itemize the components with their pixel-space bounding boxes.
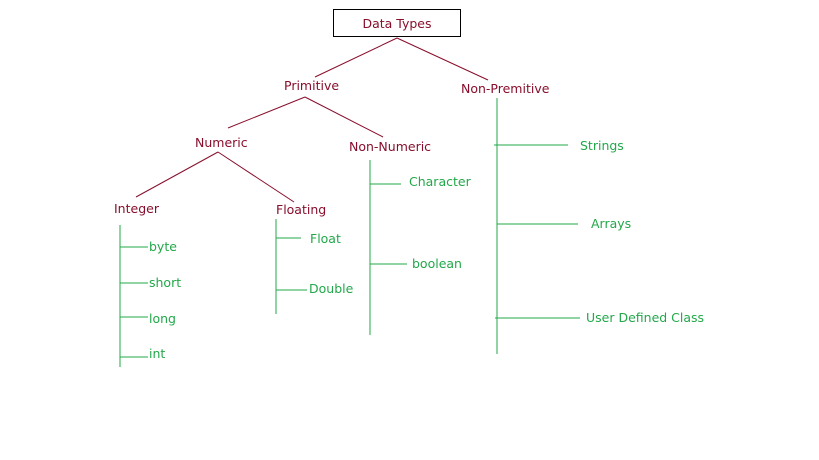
leaf-user-defined-class: User Defined Class	[586, 310, 705, 325]
leaf-character: Character	[409, 174, 471, 189]
edge-numeric-integer	[135, 151, 219, 198]
leaf-double: Double	[309, 281, 354, 296]
root-node-box: Data Types	[333, 9, 461, 37]
leaf-short: short	[149, 275, 182, 290]
numeric-node: Numeric	[195, 135, 248, 150]
leaf-boolean: boolean	[412, 256, 462, 271]
integer-node: Integer	[114, 201, 159, 216]
leaf-long: long	[149, 311, 176, 326]
root-node-label: Data Types	[362, 15, 432, 31]
leaf-int: int	[149, 346, 166, 361]
primitive-node: Primitive	[284, 78, 340, 93]
edge-primitive-non-numeric	[304, 96, 384, 138]
leaf-byte: byte	[149, 239, 177, 254]
edge-primitive-numeric	[227, 96, 306, 129]
leaf-strings: Strings	[580, 138, 624, 153]
leaf-arrays: Arrays	[591, 216, 632, 231]
edge-root-non-primitive	[396, 37, 489, 81]
leaf-float: Float	[310, 231, 341, 246]
floating-node: Floating	[276, 202, 327, 217]
edge-root-primitive	[314, 37, 398, 78]
non-numeric-node: Non-Numeric	[349, 139, 432, 154]
edge-numeric-floating	[217, 151, 295, 203]
non-primitive-node: Non-Premitive	[461, 81, 550, 96]
